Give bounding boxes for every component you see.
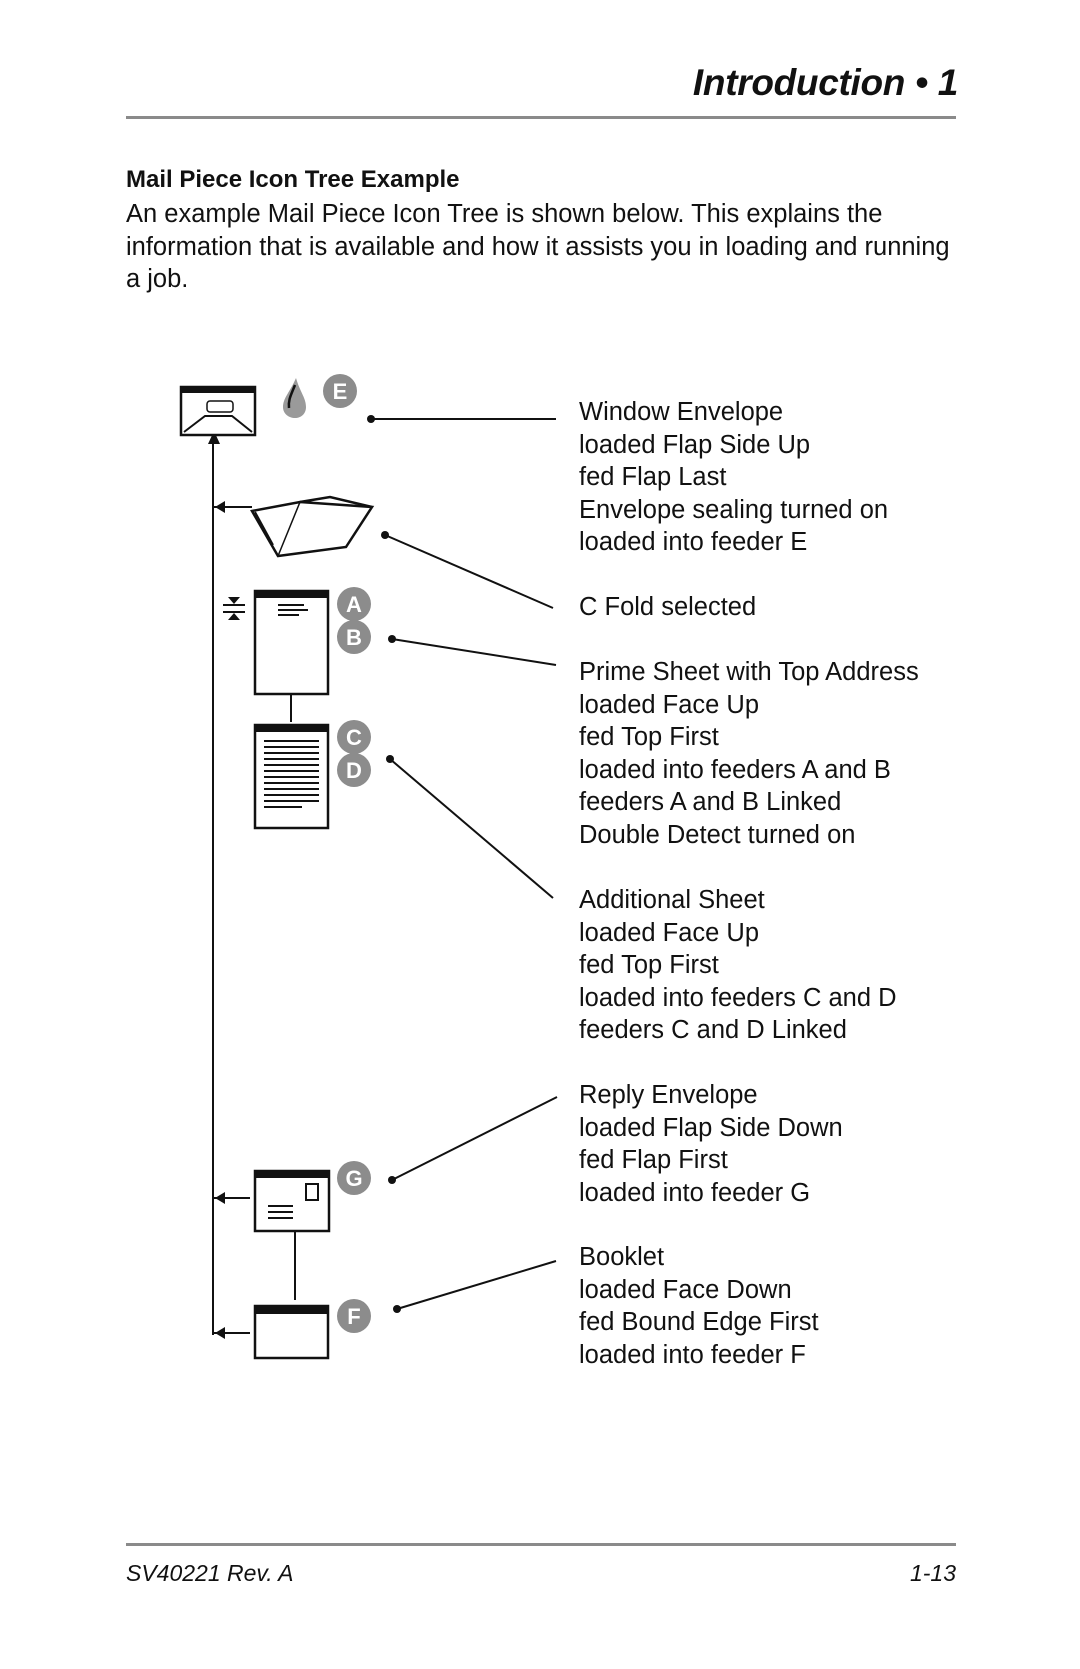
callout-booklet: Booklet loaded Face Down fed Bound Edge … [579,1241,999,1371]
callout-line: fed Top First [579,723,719,751]
feeder-e-badge: E [323,374,357,408]
feeder-f-label: F [347,1304,360,1329]
callout-line: feeders C and D Linked [579,1016,847,1044]
callout-line: fed Flap Last [579,463,727,491]
footer-page-number: 1-13 [909,1560,956,1586]
section-heading: Mail Piece Icon Tree Example [126,166,460,193]
double-detect-icon [223,597,245,620]
feeder-d-label: D [346,758,362,783]
callout-line: loaded Flap Side Up [579,430,811,459]
feeder-b-label: B [346,625,362,650]
window-envelope-icon [179,385,257,437]
chapter-title: Introduction • 1 [692,62,958,103]
leader-lines [367,415,558,1313]
callout-line: loaded Face Down [579,1275,792,1304]
callout-line: loaded Flap Side Down [579,1113,843,1142]
callout-line: Window Envelope [579,398,784,426]
feeder-d-badge: D [337,753,371,787]
feeder-c-label: C [346,725,362,750]
callout-line: loaded into feeders A and B [579,755,891,784]
callout-window-envelope: Window Envelope loaded Flap Side Up fed … [579,396,999,559]
additional-sheet-icon [253,723,330,830]
branch-arrowheads [208,431,225,1339]
callout-reply-envelope: Reply Envelope loaded Flap Side Down fed… [579,1079,999,1209]
footer-rule [126,1543,956,1546]
callout-c-fold: C Fold selected [579,591,999,624]
header-rule [126,116,956,119]
callout-line: Double Detect turned on [579,820,856,849]
feeder-g-badge: G [337,1161,371,1195]
callout-line: fed Flap First [579,1146,728,1174]
prime-sheet-icon [253,589,330,696]
callout-line: Additional Sheet [579,886,765,914]
feeder-g-label: G [345,1166,362,1191]
callout-prime-sheet: Prime Sheet with Top Address loaded Face… [579,656,999,851]
feeder-e-label: E [333,379,348,404]
callout-line: Envelope sealing turned on [579,495,889,524]
intro-paragraph: An example Mail Piece Icon Tree is shown… [126,200,950,293]
feeder-f-badge: F [337,1299,371,1333]
callout-line: loaded into feeder E [579,528,808,556]
callout-line: Booklet [579,1243,665,1271]
feeder-a-badge: A [337,587,371,621]
feeder-b-badge: B [337,620,371,654]
callout-line: loaded Face Up [579,690,760,719]
callout-line: fed Bound Edge First [579,1308,819,1336]
callout-line: feeders A and B Linked [579,788,842,816]
footer-doc-id: SV40221 Rev. A [126,1560,294,1586]
callout-line: fed Top First [579,951,719,979]
callout-line: loaded Face Up [579,918,760,947]
c-fold-icon [250,495,375,558]
callout-line: loaded into feeders C and D [579,983,897,1012]
callout-line: loaded into feeder F [579,1340,806,1369]
callout-line: loaded into feeder G [579,1178,811,1207]
callout-line: Reply Envelope [579,1081,758,1109]
callout-line: Prime Sheet with Top Address [579,658,919,686]
sealing-drop-icon [283,378,306,418]
booklet-icon [253,1304,330,1360]
feeder-c-badge: C [337,720,371,754]
callout-additional-sheet: Additional Sheet loaded Face Up fed Top … [579,884,999,1047]
callout-line: C Fold selected [579,593,757,621]
reply-envelope-icon [253,1169,331,1233]
feeder-a-label: A [346,592,362,617]
